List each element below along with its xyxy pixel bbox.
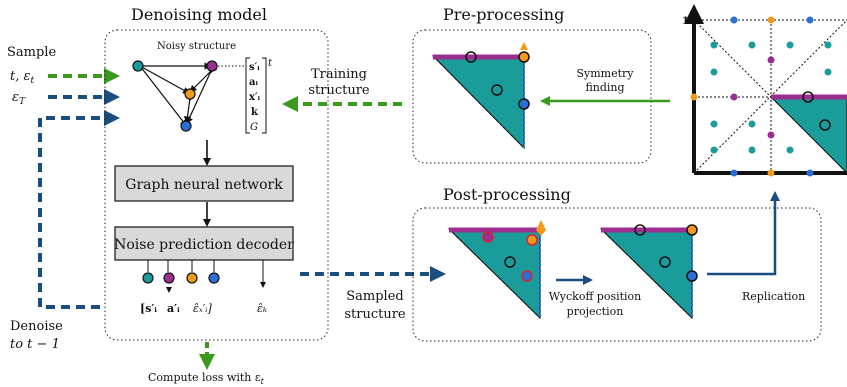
label-training: Training	[311, 67, 367, 82]
output-eps-k: ε̂ₖ	[257, 302, 267, 315]
label-sampled: Sampled	[346, 289, 403, 304]
post-processing-box	[412, 207, 822, 342]
axis-tick-1: 1	[682, 16, 689, 27]
label-denoise: Denoise	[10, 319, 63, 334]
label-symmetry: Symmetry	[576, 67, 634, 80]
node-purple	[206, 60, 218, 72]
svg-text:G: G	[250, 122, 258, 133]
svg-text:aᵢ: aᵢ	[249, 77, 258, 88]
output-s-prime: [s′ᵢ	[140, 302, 157, 315]
title-pre-processing: Pre-processing	[443, 5, 564, 24]
pre-processing-triangle	[431, 42, 530, 150]
node-orange	[184, 88, 196, 100]
svg-text:x′ᵢ: x′ᵢ	[249, 92, 261, 103]
title-denoising-model: Denoising model	[131, 5, 267, 24]
denoising-model-box	[104, 29, 329, 341]
lattice-structure: 1	[682, 4, 847, 177]
label-finding: finding	[585, 81, 624, 94]
decoder-box	[114, 226, 294, 261]
decoder-outputs: [s′ᵢ a′ᵢ ε̂ₓ′ᵢ] ε̂ₖ	[140, 260, 267, 315]
label-training-structure: structure	[308, 83, 370, 98]
svg-text:k: k	[251, 107, 259, 118]
label-projection: projection	[567, 305, 624, 318]
post-triangle-projected	[599, 224, 698, 320]
node-teal	[132, 60, 144, 72]
replication-arrow	[707, 191, 780, 276]
label-to-t-minus-1: to t − 1	[10, 337, 60, 352]
label-noisy-structure: Noisy structure	[157, 41, 236, 52]
label-wyckoff: Wyckoff position	[549, 290, 642, 303]
svg-text:t: t	[268, 58, 273, 69]
post-triangle-sampled	[447, 220, 546, 320]
label-compute-loss: Compute loss with εt	[148, 371, 265, 386]
node-feature-vector: s′ᵢ aᵢ x′ᵢ k G t	[245, 57, 273, 134]
pre-processing-box	[412, 29, 652, 164]
output-eps-x: ε̂ₓ′ᵢ]	[193, 302, 213, 315]
label-sample: Sample	[7, 45, 56, 60]
decoder-label: Noise prediction decoder	[114, 237, 294, 253]
label-eps-T: εT	[12, 90, 26, 107]
gnn-box	[114, 165, 294, 202]
noisy-structure-graph	[132, 60, 245, 132]
label-sampled-structure: structure	[344, 307, 406, 322]
denoise-loop-arrow	[38, 110, 120, 309]
output-a-prime: a′ᵢ	[167, 302, 180, 315]
label-t-eps-t: t, εt	[10, 69, 34, 86]
node-blue	[180, 120, 192, 132]
gnn-label: Graph neural network	[125, 177, 283, 193]
svg-text:s′ᵢ: s′ᵢ	[249, 62, 260, 73]
label-replication: Replication	[742, 290, 805, 303]
title-post-processing: Post-processing	[443, 185, 571, 204]
